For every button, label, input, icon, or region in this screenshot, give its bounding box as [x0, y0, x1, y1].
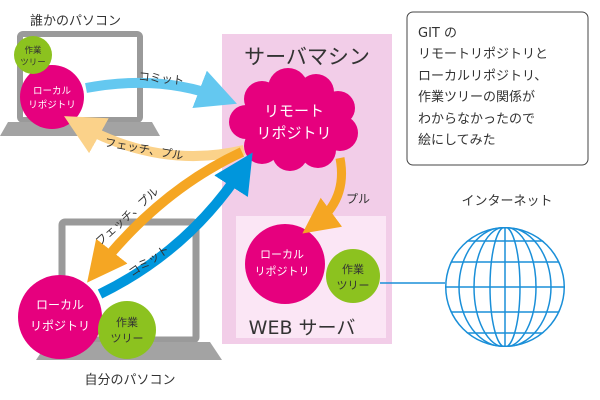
commit-label-bottom: コミット	[126, 242, 172, 279]
my-working-tree	[98, 301, 156, 359]
someone-working-tree-line2: ツリー	[20, 58, 46, 68]
remote-repository-cloud	[229, 68, 358, 171]
commit-arrow-someone-to-remote	[85, 70, 237, 108]
my-local-repo-line1: ローカル	[36, 298, 84, 312]
someone-local-repository	[20, 65, 84, 129]
note-line-4: 作業ツリーの関係が	[418, 89, 535, 105]
web-working-tree-line1: 作業	[342, 263, 364, 276]
note-line-3: ローカルリポジトリ、	[418, 69, 547, 84]
fetch-pull-label-top: フェッチ、プル	[103, 135, 184, 163]
web-local-repo-line1: ローカル	[260, 248, 304, 261]
my-local-repository	[18, 275, 102, 359]
my-local-repo-line2: リポジトリ	[30, 319, 90, 333]
someone-working-tree	[14, 36, 52, 74]
pull-arrow-remote-to-web	[302, 157, 346, 234]
note-box	[406, 11, 589, 166]
note-line-6: 絵にしてみた	[418, 133, 496, 148]
my-pc-title: 自分のパソコン	[84, 373, 175, 388]
someone-working-tree-line1: 作業	[24, 45, 42, 56]
web-server-title: WEB サーバ	[249, 317, 356, 339]
web-local-repository	[245, 224, 325, 304]
internet-label: インターネット	[461, 194, 552, 209]
remote-repo-label-line1: リモート	[264, 102, 324, 120]
web-working-tree	[326, 249, 380, 303]
globe-icon	[445, 227, 565, 347]
note-line-1: GIT の	[418, 26, 457, 41]
commit-arrow-my-pc-to-remote	[97, 152, 253, 299]
someone-local-repo-line2: リポジトリ	[28, 100, 76, 111]
remote-repo-label-line2: リポジトリ	[256, 124, 331, 142]
server-machine-title: サーバマシン	[244, 45, 370, 69]
my-working-tree-line1: 作業	[116, 316, 138, 329]
note-line-5: わからなかったので	[418, 112, 535, 127]
web-working-tree-line2: ツリー	[337, 279, 370, 292]
my-working-tree-line2: ツリー	[111, 332, 144, 345]
commit-label-top: コミット	[138, 69, 185, 88]
note-line-2: リモートリポジトリと	[418, 47, 548, 62]
pull-label-server: プル	[346, 192, 370, 206]
someone-local-repo-line1: ローカル	[33, 86, 72, 97]
web-local-repo-line2: リポジトリ	[255, 265, 310, 278]
someone-pc-title: 誰かのパソコン	[30, 13, 121, 29]
note-text: GIT の リモートリポジトリと ローカルリポジトリ、 作業ツリーの関係が わか…	[418, 26, 548, 148]
